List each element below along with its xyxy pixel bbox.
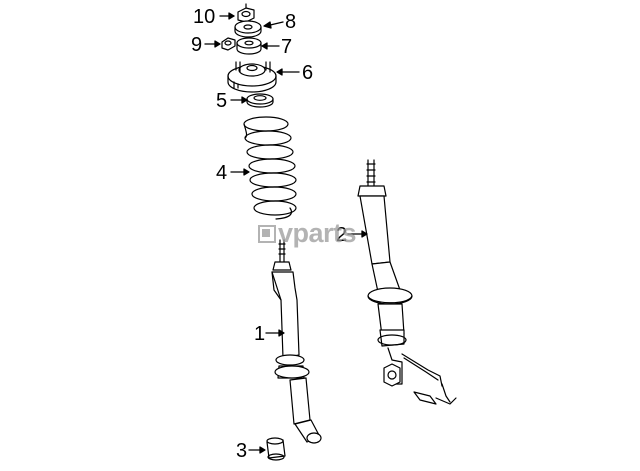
watermark: vparts [258, 218, 357, 249]
callout-4: 4 [216, 162, 228, 184]
arrowhead-4 [243, 168, 250, 176]
coil-spring-part-4 [243, 116, 297, 220]
watermark-logo-icon [258, 225, 276, 243]
lower-bushing-part-3 [266, 437, 286, 461]
spring-seat-part-5 [246, 93, 274, 108]
shock-absorber-part-1 [271, 239, 322, 444]
watermark-text: vparts [278, 218, 357, 248]
arrowhead-3 [259, 446, 266, 454]
top-nut-part-10 [237, 3, 255, 23]
callout-2: 2 [336, 224, 348, 246]
upper-washer-part-8 [234, 20, 262, 38]
callout-6: 6 [302, 62, 314, 84]
callout-1: 1 [254, 323, 266, 345]
arrowhead-10 [228, 12, 235, 20]
upper-mount-part-6 [227, 61, 277, 93]
arrowhead-6 [276, 68, 283, 76]
callout-8: 8 [285, 11, 297, 33]
small-nut-part-9 [221, 37, 236, 51]
arrowhead-2 [361, 230, 368, 238]
strut-assembly-part-2 [357, 159, 457, 405]
callout-10: 10 [193, 6, 216, 28]
callout-5: 5 [216, 90, 228, 112]
callout-7: 7 [281, 36, 293, 58]
callout-9: 9 [191, 34, 203, 56]
callout-3: 3 [236, 440, 248, 462]
arrowhead-8 [263, 21, 272, 29]
leader-arrows [204, 12, 368, 454]
arrowhead-5 [241, 96, 248, 104]
bushing-part-7 [236, 37, 262, 55]
arrowhead-9 [214, 40, 221, 48]
arrowhead-1 [278, 329, 285, 337]
arrowhead-7 [261, 42, 268, 50]
